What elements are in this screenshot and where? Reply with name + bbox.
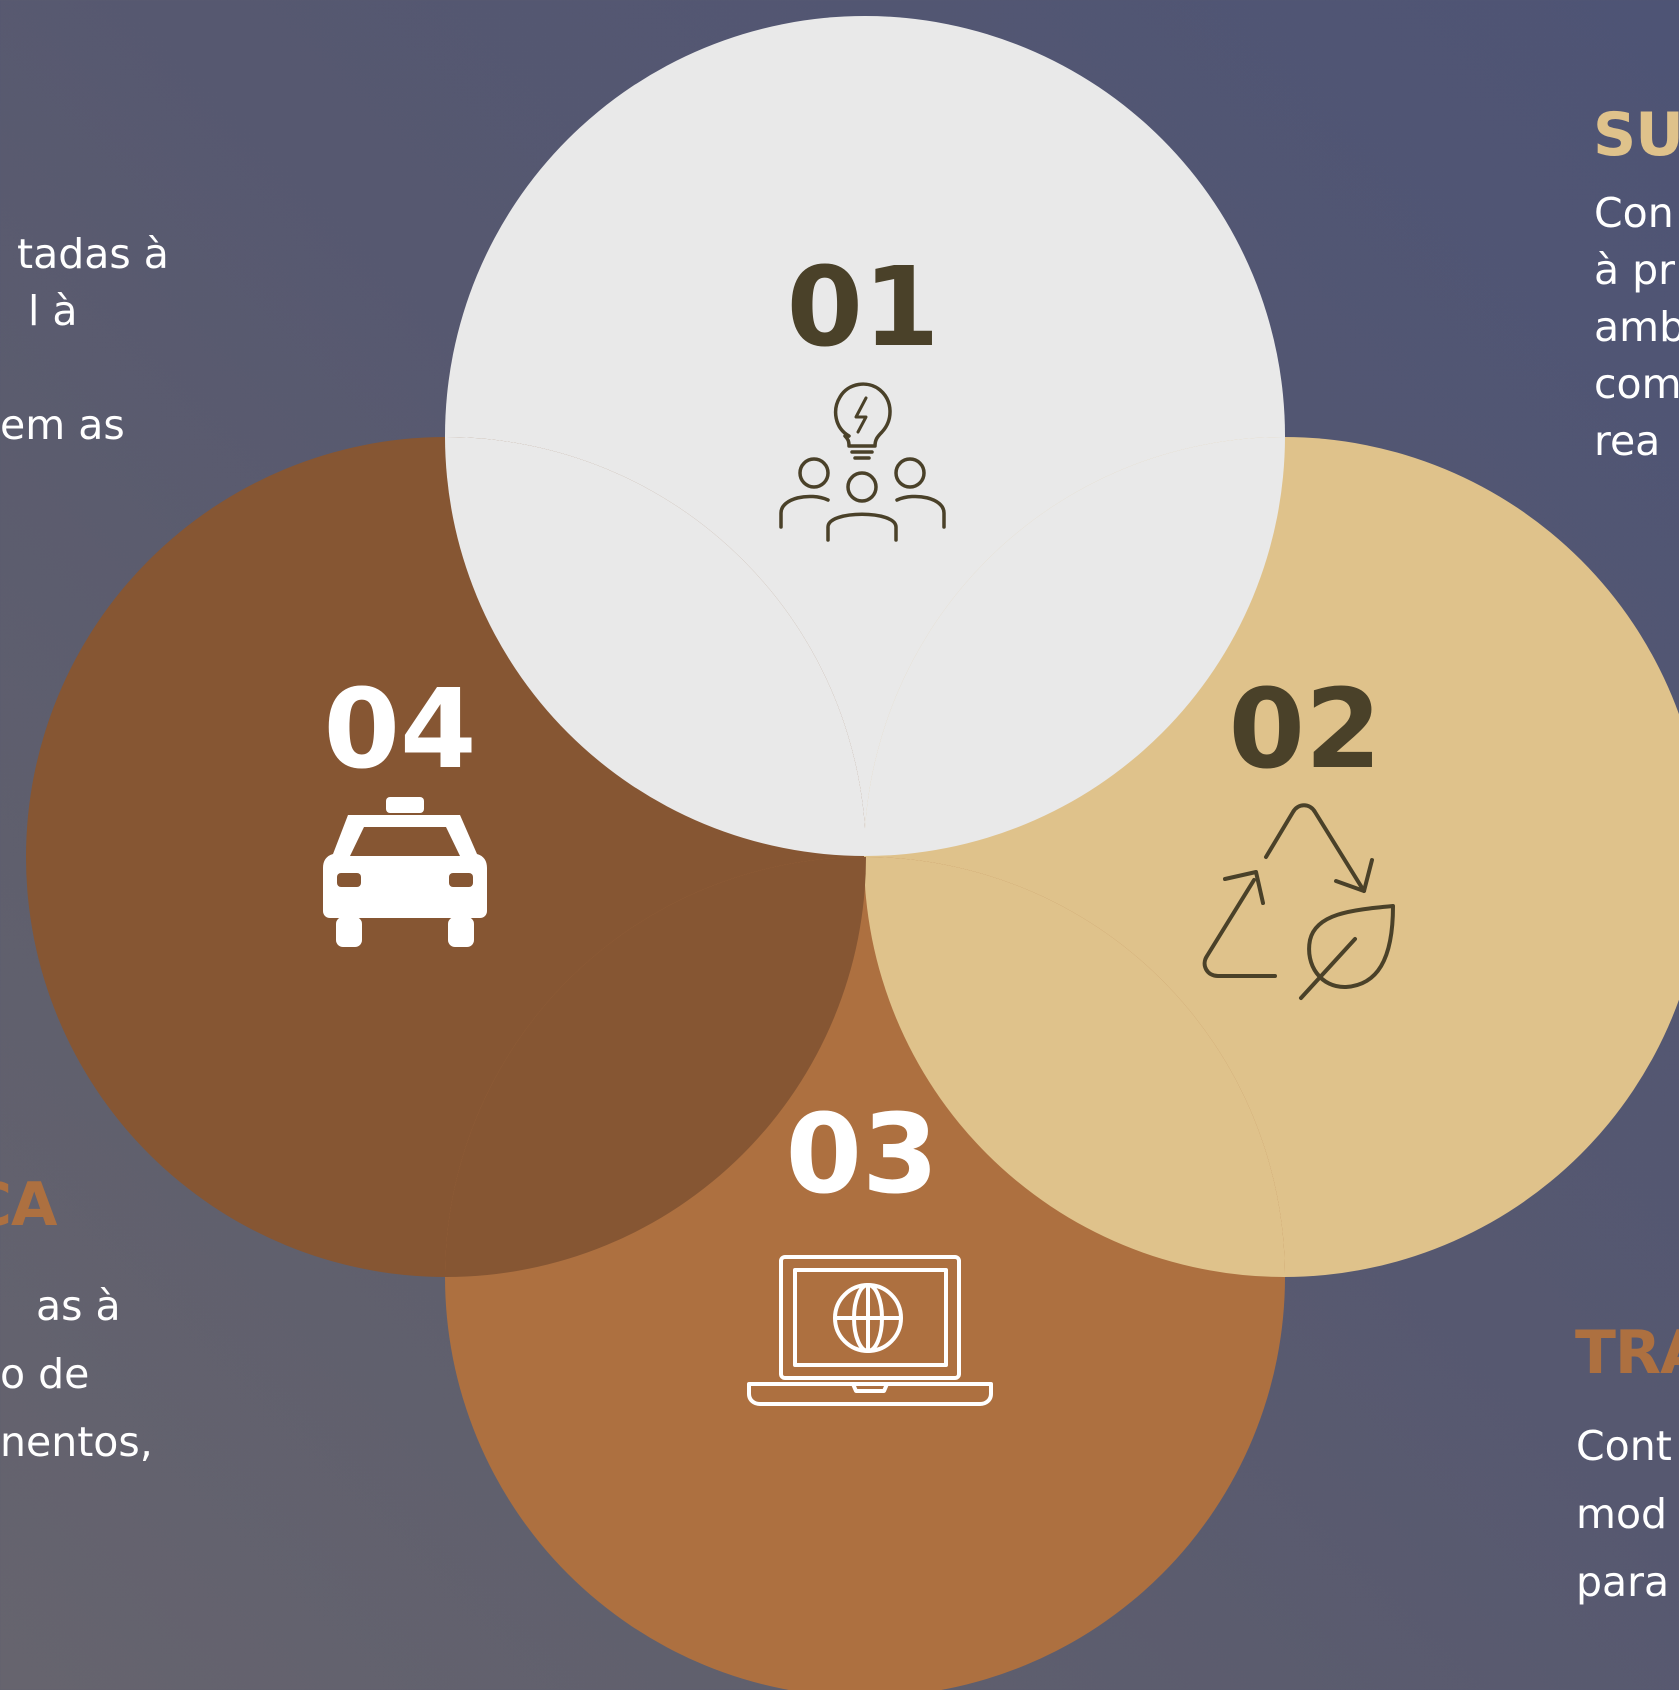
- lightbulb-team-icon: [779, 382, 946, 542]
- recycle-leaf-icon: [1202, 803, 1395, 1000]
- left-bottom-line-3: nentos,: [0, 1418, 153, 1466]
- right-bottom-heading: TRA: [1575, 1318, 1679, 1388]
- laptop-globe-icon: [747, 1255, 993, 1406]
- left-bottom-text: as à o de nentos,: [0, 1272, 153, 1476]
- circle-01-number: 01: [786, 243, 939, 371]
- left-top-line-4: em as: [0, 401, 125, 449]
- right-bottom-text: Cont mod para: [1576, 1412, 1672, 1616]
- right-top-line-5: rea: [1594, 417, 1661, 465]
- right-bottom-line-2: mod: [1576, 1490, 1668, 1538]
- right-top-line-3: amb: [1594, 303, 1679, 351]
- circle-04-number: 04: [323, 665, 476, 793]
- left-bottom-heading: CA: [0, 1170, 57, 1240]
- left-top-text: tadas à l à em as: [0, 226, 169, 454]
- right-bottom-line-3: para: [1576, 1558, 1670, 1606]
- left-bottom-line-2: o de: [0, 1350, 90, 1398]
- right-top-line-4: com: [1594, 360, 1679, 408]
- left-top-line-1: tadas à: [17, 230, 169, 278]
- right-top-heading: SUS: [1593, 100, 1679, 170]
- right-top-line-2: à pr: [1594, 246, 1676, 294]
- left-bottom-line-1: as à: [36, 1282, 121, 1330]
- right-top-line-1: Con: [1594, 189, 1674, 237]
- taxi-car-icon: [323, 797, 487, 947]
- circle-02-number: 02: [1228, 665, 1381, 793]
- right-bottom-line-1: Cont: [1576, 1422, 1672, 1470]
- left-top-line-2: l à: [28, 287, 78, 335]
- right-top-text: Con à pr amb com rea: [1594, 185, 1679, 470]
- circle-03-number: 03: [785, 1090, 938, 1218]
